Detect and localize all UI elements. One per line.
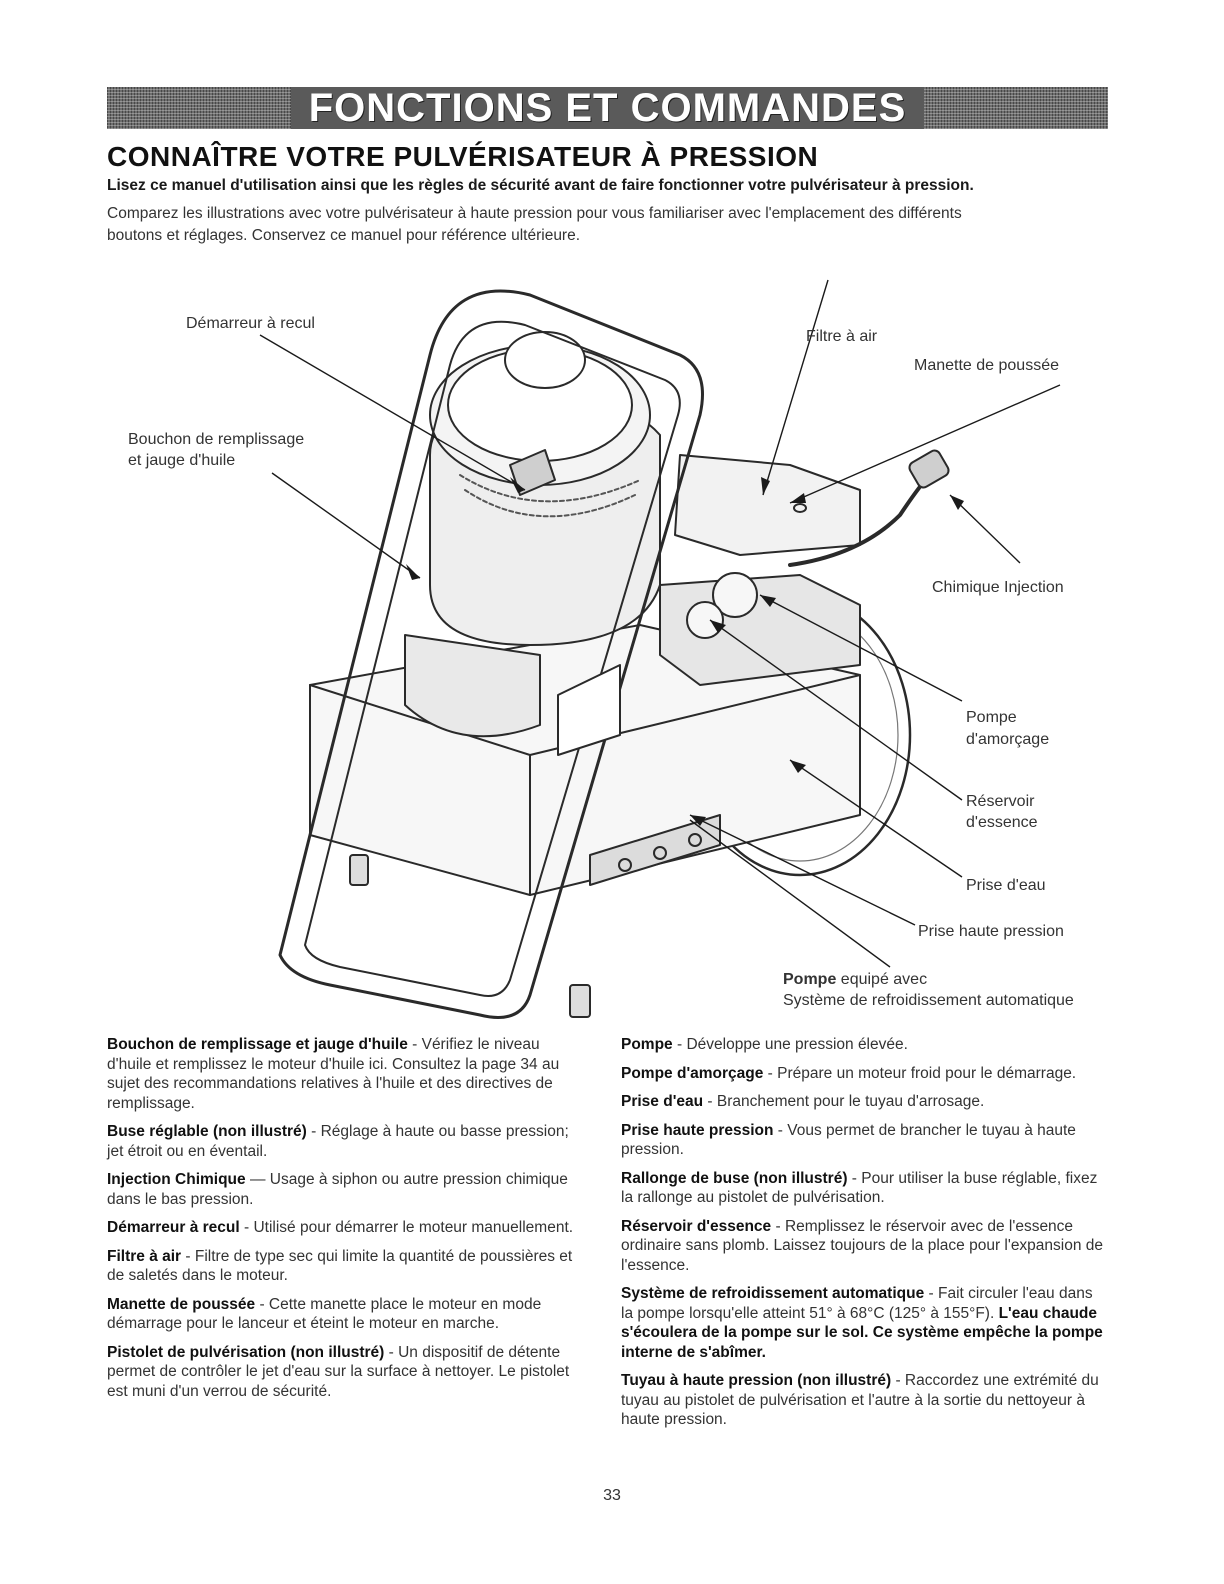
- desc-term: Pompe: [621, 1036, 673, 1053]
- desc-prise-haute-pression: Prise haute pression - Vous permet de br…: [621, 1121, 1106, 1160]
- descriptions-right: Pompe - Développe une pression élevée. P…: [621, 1035, 1106, 1439]
- leader-filtre: [762, 279, 829, 496]
- desc-text: - Prépare un moteur froid pour le démarr…: [763, 1064, 1077, 1082]
- section-banner: FONCTIONS ET COMMANDES: [107, 87, 1108, 129]
- callout-pompe-rest: equipé avec: [836, 971, 928, 988]
- desc-filtre: Filtre à air - Filtre de type sec qui li…: [107, 1247, 577, 1286]
- callout-manette: Manette de poussée: [914, 357, 1059, 374]
- desc-term: Filtre à air: [107, 1247, 182, 1265]
- desc-text: - Cette manette place le moteur en mode …: [107, 1295, 542, 1333]
- pressure-washer-illustration: [259, 279, 1061, 1019]
- desc-term: Tuyau à haute pression (non illustré): [621, 1372, 892, 1389]
- desc-term: Système de refroidissement automatique: [621, 1285, 925, 1302]
- callout-pompe-line2: Système de refroidissement automatique: [783, 992, 1074, 1009]
- desc-text: - Un dispositif de détente permet de con…: [107, 1343, 570, 1400]
- intro-paragraph: Comparez les illustrations avec votre pu…: [107, 203, 1117, 247]
- callout-reservoir-line1: Réservoir: [966, 793, 1035, 810]
- desc-rallonge: Rallonge de buse (non illustré) - Pour u…: [621, 1169, 1106, 1208]
- intro-warning: Lisez ce manuel d'utilisation ainsi que …: [107, 177, 974, 194]
- desc-injection: Injection Chimique — Usage à siphon ou a…: [107, 1170, 577, 1209]
- desc-text: - Branchement pour le tuyau d'arrosage.: [703, 1093, 985, 1110]
- desc-term: Prise d'eau: [621, 1093, 704, 1110]
- leader-manette: [789, 384, 1061, 504]
- desc-text: - Développe une pression élevée.: [672, 1036, 908, 1053]
- desc-text: - Raccordez une extrémité du tuyau au pi…: [621, 1372, 1099, 1428]
- desc-text: - Remplissez le réservoir avec de l'esse…: [621, 1217, 1104, 1274]
- callout-pompe-bold: Pompe: [783, 971, 837, 988]
- callout-bouchon-line1: Bouchon de remplissage: [128, 431, 305, 448]
- desc-term: Pompe d'amorçage: [621, 1064, 764, 1082]
- desc-text: - Vous permet de brancher le tuyau à hau…: [621, 1121, 1076, 1159]
- desc-text: - Pour utiliser la buse réglable, fixez …: [621, 1169, 1098, 1207]
- desc-demarreur: Démarreur à recul - Utilisé pour démarre…: [107, 1218, 577, 1238]
- desc-pompe-amorcage: Pompe d'amorçage - Prépare un moteur fro…: [621, 1064, 1106, 1084]
- desc-term: Rallonge de buse (non illustré): [621, 1169, 848, 1187]
- desc-prise-eau: Prise d'eau - Branchement pour le tuyau …: [621, 1092, 1106, 1112]
- leader-demarreur: [259, 334, 526, 491]
- leader-prise-hp: [689, 814, 916, 926]
- desc-text: - Fait circuler l'eau dans la pompe lors…: [621, 1285, 1093, 1322]
- desc-term: Démarreur à recul: [107, 1219, 240, 1236]
- leader-prise-eau: [789, 759, 963, 878]
- desc-term: Injection Chimique: [107, 1171, 246, 1188]
- intro-line-2: boutons et réglages. Conservez ce manuel…: [107, 227, 581, 244]
- banner-title: FONCTIONS ET COMMANDES: [290, 87, 925, 129]
- desc-term: Pistolet de pulvérisation (non illustré): [107, 1343, 385, 1361]
- desc-term: Manette de poussée: [107, 1295, 256, 1313]
- callout-pompe-amorcage-line2: d'amorçage: [966, 731, 1050, 748]
- pressure-washer-diagram: Démarreur à recul Bouchon de remplissage…: [100, 255, 1124, 1025]
- leader-reservoir: [709, 619, 963, 801]
- callout-prise-eau: Prise d'eau: [966, 877, 1046, 894]
- desc-pistolet: Pistolet de pulvérisation (non illustré)…: [107, 1343, 577, 1402]
- desc-text: - Utilisé pour démarrer le moteur manuel…: [239, 1219, 574, 1236]
- leader-bouchon: [271, 472, 421, 579]
- descriptions-left: Bouchon de remplissage et jauge d'huile …: [107, 1035, 577, 1410]
- desc-reservoir: Réservoir d'essence - Remplissez le rése…: [621, 1217, 1106, 1276]
- desc-text: - Vérifiez le niveau d'huile et rempliss…: [107, 1036, 560, 1112]
- desc-buse: Buse réglable (non illustré) - Réglage à…: [107, 1122, 577, 1161]
- leader-chimique: [949, 494, 1021, 564]
- desc-term: Réservoir d'essence: [621, 1217, 772, 1235]
- callout-chimique: Chimique Injection: [932, 579, 1064, 596]
- leader-pompe: [689, 819, 891, 968]
- desc-tuyau: Tuyau à haute pression (non illustré) - …: [621, 1371, 1106, 1430]
- desc-text: - Filtre de type sec qui limite la quant…: [107, 1247, 573, 1285]
- page-number: 33: [603, 1487, 621, 1504]
- callout-reservoir-line2: d'essence: [966, 814, 1038, 831]
- desc-manette: Manette de poussée - Cette manette place…: [107, 1295, 577, 1334]
- desc-text: — Usage à siphon ou autre pression chimi…: [107, 1171, 568, 1208]
- desc-text: - Réglage à haute ou basse pression; jet…: [107, 1123, 569, 1160]
- desc-term: Buse réglable (non illustré): [107, 1123, 307, 1140]
- page-heading: CONNAÎTRE VOTRE PULVÉRISATEUR À PRESSION: [107, 141, 819, 172]
- callout-prise-haute-pression: Prise haute pression: [918, 923, 1064, 940]
- leader-pompe-amorcage: [759, 594, 963, 702]
- desc-pompe: Pompe - Développe une pression élevée.: [621, 1035, 1106, 1055]
- callout-filtre: Filtre à air: [806, 328, 878, 345]
- desc-term: Bouchon de remplissage et jauge d'huile: [107, 1036, 408, 1053]
- callout-demarreur: Démarreur à recul: [186, 315, 315, 332]
- desc-refroidissement: Système de refroidissement automatique -…: [621, 1284, 1106, 1362]
- intro-line-1: Comparez les illustrations avec votre pu…: [107, 205, 962, 222]
- desc-term: Prise haute pression: [621, 1121, 774, 1139]
- desc-emphasis: L'eau chaude s'écoulera de la pompe sur …: [621, 1304, 1103, 1361]
- callout-pompe-amorcage-line1: Pompe: [966, 709, 1017, 726]
- desc-bouchon: Bouchon de remplissage et jauge d'huile …: [107, 1035, 577, 1113]
- callout-pompe: Pompe equipé avec: [783, 969, 927, 990]
- callout-bouchon-line2: et jauge d'huile: [128, 452, 236, 469]
